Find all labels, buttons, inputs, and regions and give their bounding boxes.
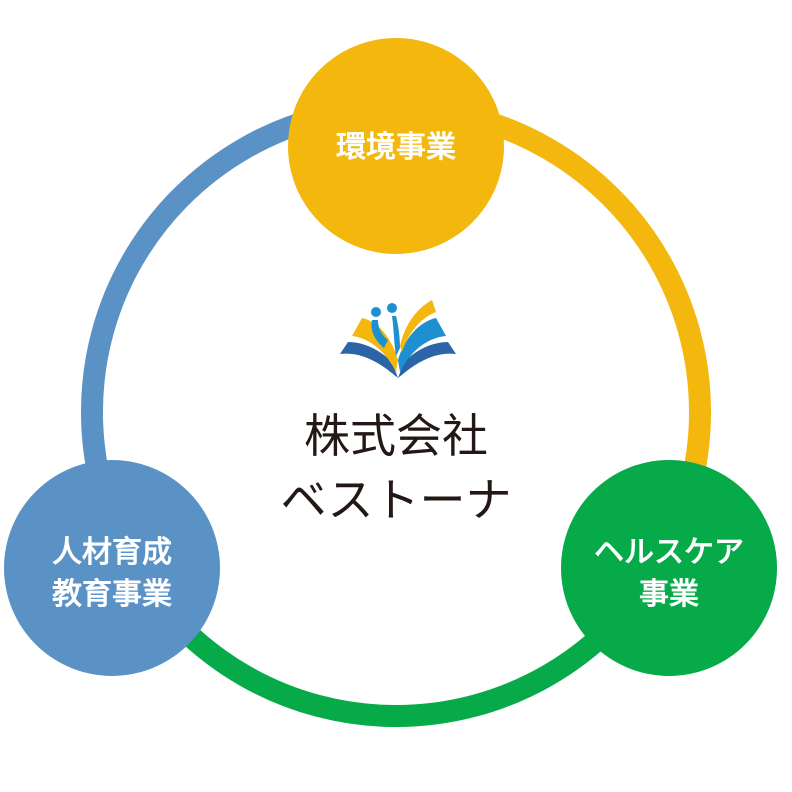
figure-head-right	[387, 303, 397, 313]
node-education: 人材育成 教育事業	[4, 460, 220, 676]
node-healthcare-label-line1: ヘルスケア	[594, 535, 744, 570]
node-environment-circle	[288, 38, 504, 254]
book-left-cover	[340, 342, 398, 378]
node-environment: 環境事業	[288, 38, 504, 254]
node-education-label-line2: 教育事業	[52, 577, 172, 612]
book-right-leaf	[400, 300, 436, 352]
node-healthcare: ヘルスケア 事業	[561, 460, 777, 676]
figure-body-right	[392, 316, 400, 356]
book-left-page	[352, 318, 398, 372]
node-healthcare-label-line2: 事業	[639, 577, 699, 612]
figure-head-left	[371, 307, 381, 317]
figure-body-left	[371, 320, 388, 348]
company-name-line1: 株式会社	[304, 409, 488, 463]
node-environment-label: 環境事業	[336, 130, 456, 165]
book-right-cover	[398, 342, 456, 378]
node-education-circle	[4, 460, 220, 676]
open-book-icon	[340, 300, 456, 378]
node-education-label-line1: 人材育成	[52, 535, 172, 570]
company-name-line2: ベストーナ	[281, 473, 512, 527]
book-right-page	[398, 318, 446, 372]
node-healthcare-circle	[561, 460, 777, 676]
